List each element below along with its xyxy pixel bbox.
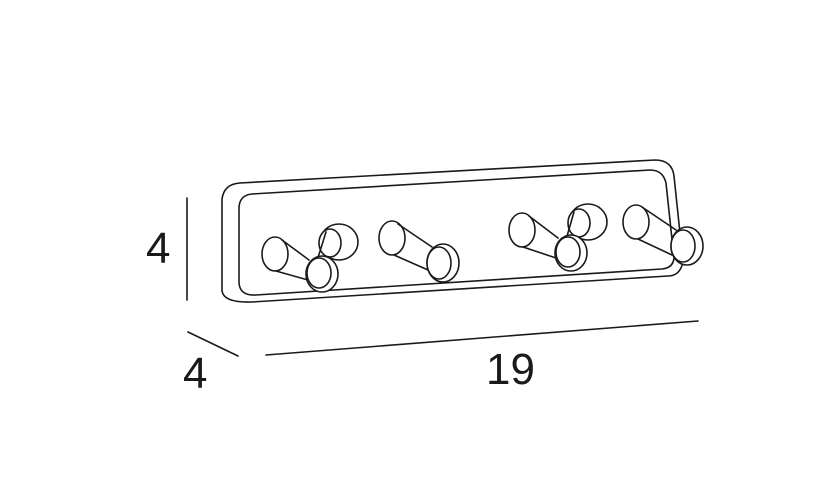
hook-2 [378, 220, 460, 283]
backplate-outer-outline [221, 159, 684, 303]
hook-1-back-knob-left [261, 236, 289, 272]
depth-dimension-line [187, 331, 239, 357]
hook-4-front-knob-rim [670, 229, 696, 263]
hook-2-stem [393, 223, 433, 271]
width-dimension-line [265, 320, 699, 356]
hook-2-back-knob [378, 220, 406, 256]
hook-4-stem [637, 206, 677, 256]
hook-2-front-knob-rim [426, 246, 452, 280]
hook-1-front-knob-rim [306, 257, 332, 289]
hook-4 [622, 204, 704, 266]
hook-3-stem-left [522, 215, 559, 259]
height-dimension-label: 4 [146, 224, 171, 273]
width-dimension-label: 19 [486, 345, 535, 394]
hook-1-stem-left [275, 239, 310, 281]
hook-3 [508, 203, 608, 272]
backplate-front-face [238, 169, 675, 296]
hook-3-front-knob-rim [555, 236, 581, 268]
hook-1 [261, 223, 359, 293]
depth-dimension-label: 4 [183, 349, 208, 398]
hook-3-back-knob-left [508, 212, 536, 248]
hook-4-back-knob [622, 204, 650, 240]
